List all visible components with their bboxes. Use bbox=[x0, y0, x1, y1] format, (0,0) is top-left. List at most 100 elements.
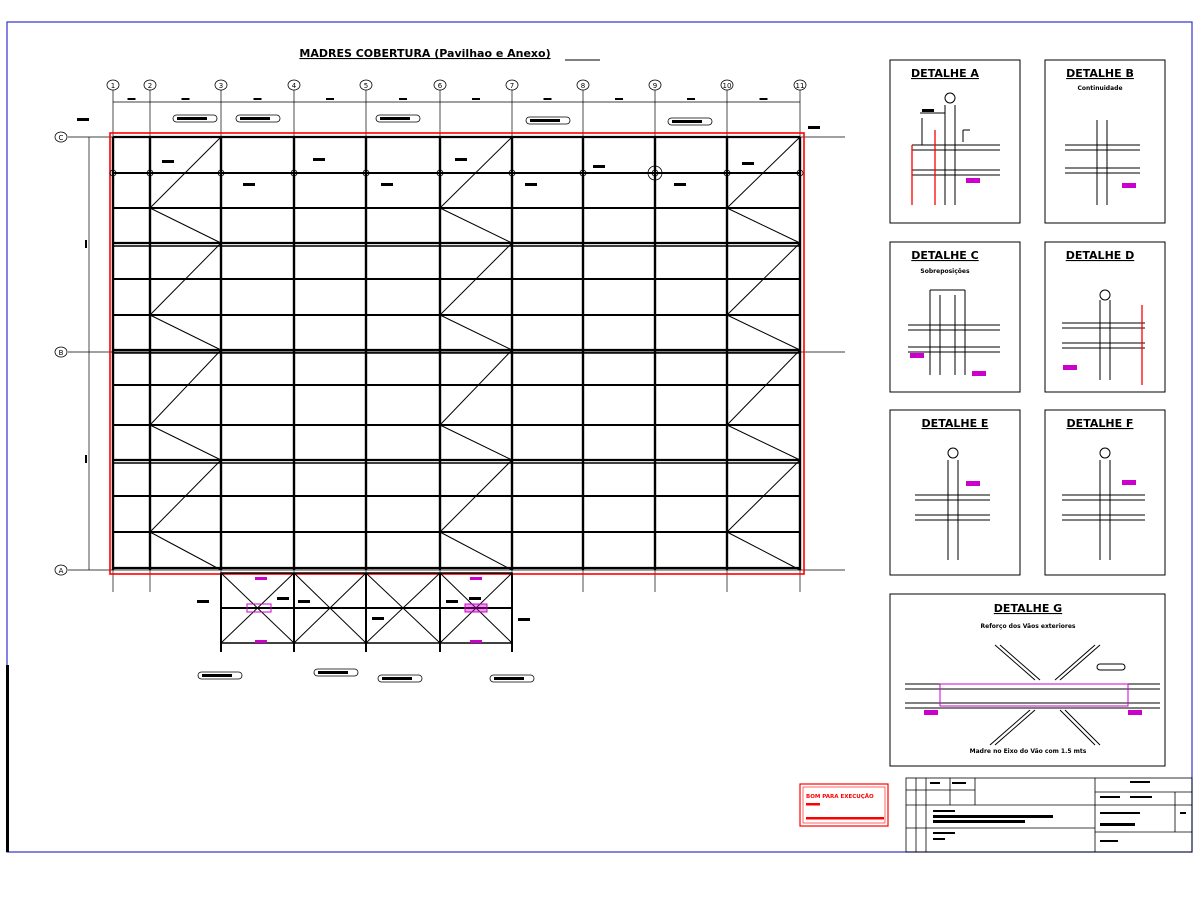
axis-label: A bbox=[59, 567, 64, 575]
annex-bracing bbox=[293, 572, 367, 644]
node-label bbox=[742, 162, 754, 165]
annex-mark bbox=[255, 577, 267, 580]
svg-text:Sobreposições: Sobreposições bbox=[920, 268, 970, 275]
left-margin-bar bbox=[6, 665, 9, 852]
tie-node bbox=[579, 169, 587, 177]
main-title: MADRES COBERTURA (Pavilhao e Anexo) bbox=[299, 47, 550, 60]
bracing bbox=[149, 242, 222, 316]
node-label bbox=[469, 597, 481, 600]
member-tag bbox=[525, 116, 571, 125]
bracing bbox=[726, 459, 801, 533]
node-label bbox=[277, 597, 289, 600]
detail-d: DETALHE D bbox=[1044, 241, 1166, 393]
axis-bubble bbox=[648, 79, 662, 91]
dimension-text bbox=[472, 98, 480, 100]
detail-g: DETALHE G Reforço dos Vãos exteriores Ma… bbox=[889, 593, 1166, 767]
bracing bbox=[149, 349, 222, 426]
axis-label: 6 bbox=[438, 82, 443, 90]
execution-stamp: BOM PARA EXECUÇÃO bbox=[799, 783, 889, 827]
tie-node bbox=[651, 169, 659, 177]
detail-a: DETALHE A bbox=[889, 59, 1021, 224]
member-tag-text bbox=[672, 120, 702, 123]
bracing bbox=[149, 424, 222, 461]
bracing bbox=[726, 314, 801, 351]
annex-mark bbox=[470, 640, 482, 643]
bracing bbox=[149, 459, 222, 533]
annex-bracing bbox=[365, 572, 441, 644]
dimension-text bbox=[543, 98, 552, 100]
node-label bbox=[197, 600, 209, 603]
dimension-text bbox=[181, 98, 190, 100]
svg-text:DETALHE C: DETALHE C bbox=[911, 249, 978, 262]
axis-bubble bbox=[143, 79, 157, 91]
tie-node bbox=[362, 169, 370, 177]
axis-label: 1 bbox=[111, 82, 115, 90]
axis-label: 3 bbox=[219, 82, 223, 90]
member-tag-text bbox=[177, 117, 207, 120]
dimension-text bbox=[759, 98, 768, 100]
svg-text:Madre no Eixo do Vão com 1.5 m: Madre no Eixo do Vão com 1.5 mts bbox=[970, 748, 1087, 755]
dimension-text bbox=[127, 98, 136, 100]
bracing bbox=[439, 207, 513, 244]
axis-label: C bbox=[59, 134, 64, 142]
bracing bbox=[439, 459, 513, 533]
annex-mark bbox=[255, 640, 267, 643]
member-tag bbox=[489, 674, 535, 683]
axis-bubble bbox=[505, 79, 519, 91]
member-tag-text bbox=[382, 677, 412, 680]
tie-node bbox=[146, 169, 154, 177]
member-tag-text bbox=[380, 117, 410, 120]
annex-reinforcement bbox=[246, 603, 272, 613]
svg-text:DETALHE G: DETALHE G bbox=[994, 602, 1062, 615]
title-block-text bbox=[930, 781, 1186, 842]
svg-text:DETALHE D: DETALHE D bbox=[1066, 249, 1135, 262]
svg-text:Reforço dos Vãos exteriores: Reforço dos Vãos exteriores bbox=[981, 623, 1076, 630]
bracing bbox=[726, 207, 801, 244]
member-tag bbox=[172, 114, 218, 123]
bracing bbox=[149, 314, 222, 351]
annex-bracing bbox=[439, 572, 513, 644]
svg-text:DETALHE A: DETALHE A bbox=[911, 67, 979, 80]
dimension-text bbox=[615, 98, 623, 100]
detail-f: DETALHE F bbox=[1044, 409, 1166, 576]
axis-bubble bbox=[106, 79, 120, 91]
dimension-text bbox=[326, 98, 334, 100]
bracing bbox=[439, 531, 513, 571]
bracing bbox=[439, 314, 513, 351]
node-label bbox=[518, 618, 530, 621]
annex-reinforcement bbox=[464, 603, 488, 613]
axis-label: 8 bbox=[581, 82, 585, 90]
dimension-text bbox=[253, 98, 262, 100]
member-tag-text bbox=[240, 117, 270, 120]
axis-bubble bbox=[287, 79, 301, 91]
axis-bubble bbox=[214, 79, 228, 91]
detail-callout bbox=[647, 165, 663, 181]
dimension-text bbox=[687, 98, 695, 100]
title-block bbox=[905, 777, 1193, 853]
axis-bubble bbox=[359, 79, 373, 91]
axis-bubble bbox=[433, 79, 447, 91]
node-label bbox=[455, 158, 467, 161]
axis-label: 10 bbox=[723, 82, 732, 90]
bracing bbox=[726, 531, 801, 571]
tie-node bbox=[796, 169, 804, 177]
member-tag bbox=[313, 668, 359, 677]
detail-b: DETALHE B Continuidade bbox=[1044, 59, 1166, 224]
annex-bracing bbox=[220, 572, 295, 644]
tie-node bbox=[508, 169, 516, 177]
tie-node bbox=[217, 169, 225, 177]
axis-bubble bbox=[720, 79, 734, 91]
axis-label: 4 bbox=[292, 82, 297, 90]
svg-text:BOM PARA EXECUÇÃO: BOM PARA EXECUÇÃO bbox=[806, 793, 874, 800]
member-tag bbox=[377, 674, 423, 683]
node-label bbox=[162, 160, 174, 163]
svg-text:DETALHE E: DETALHE E bbox=[922, 417, 989, 430]
axis-bubble bbox=[576, 79, 590, 91]
bracing bbox=[726, 349, 801, 426]
node-label bbox=[313, 158, 325, 161]
dimension-text bbox=[399, 98, 407, 100]
roof-boundary bbox=[109, 132, 805, 575]
member-tag-text bbox=[202, 674, 232, 677]
axis-bubble bbox=[54, 346, 68, 358]
